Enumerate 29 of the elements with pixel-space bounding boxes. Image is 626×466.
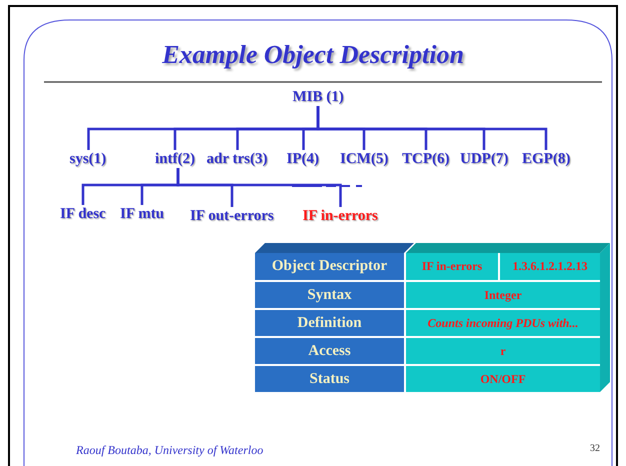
footer-credit: Raouf Boutaba, University of Waterloo — [76, 443, 264, 458]
table-header-cell: Definition — [255, 310, 404, 336]
tree-node-label: intf(2) — [155, 150, 195, 168]
tree-node-label: IF out-errors — [190, 207, 274, 225]
tree-node-label: ICM(5) — [340, 150, 388, 168]
tree-node-label: IF mtu — [120, 205, 164, 223]
tree-node-label: MIB (1) — [292, 88, 344, 106]
table-value-cell: IF in-errors — [406, 253, 498, 280]
table-header-cell: Status — [255, 366, 404, 392]
tree-node-label: IF desc — [60, 205, 106, 223]
table-value-cell: r — [406, 338, 600, 364]
tree-node-label: EGP(8) — [522, 150, 570, 168]
slide-title: Example Object Description — [161, 40, 465, 70]
tree-connector — [316, 106, 548, 150]
tree-node-label: IP(4) — [286, 150, 319, 168]
tree-node-label: sys(1) — [70, 150, 106, 168]
tree-node-label: IF in-errors — [302, 207, 378, 225]
table-header-cell: Object Descriptor — [255, 253, 404, 280]
table-header-cell: Syntax — [255, 282, 404, 308]
table-header-cell: Access — [255, 338, 404, 364]
table-value-cell: Counts incoming PDUs with... — [406, 310, 600, 336]
tree-node-label: TCP(6) — [402, 150, 450, 168]
table-value-cell: Integer — [406, 282, 600, 308]
table-value-cell: 1.3.6.1.2.1.2.13 — [500, 253, 600, 280]
table-value-cell: ON/OFF — [406, 366, 600, 392]
tree-node-label: UDP(7) — [460, 150, 508, 168]
tree-connector — [176, 168, 342, 207]
page-number: 32 — [590, 443, 600, 454]
tree-node-label: adr trs(3) — [206, 150, 268, 168]
